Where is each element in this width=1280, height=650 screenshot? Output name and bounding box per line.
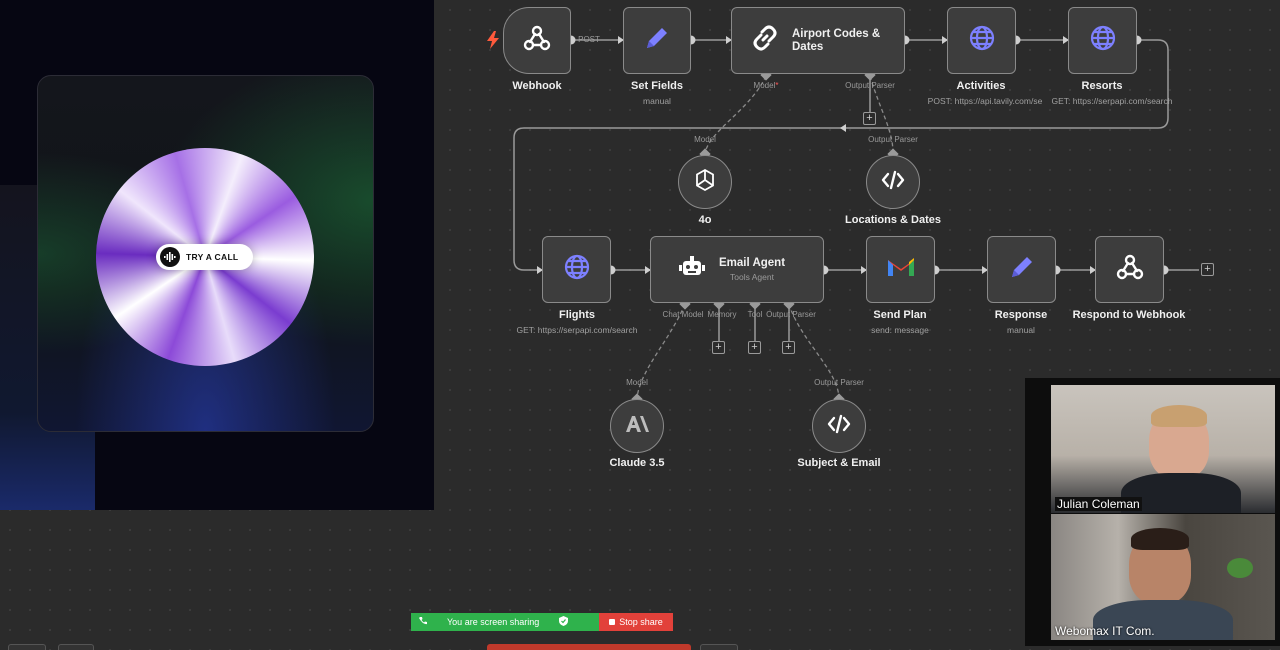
voice-wave-icon [160,247,180,267]
subject-email-title: Subject & Email [797,457,881,469]
send-plan-subtitle: send: message [871,325,929,335]
set-fields-title: Set Fields [631,80,683,92]
email-agent-chat-model-port-label: Chat Model [662,310,704,319]
airport-codes-title-line1: Airport Codes & [792,27,881,40]
taskbar-item[interactable] [487,644,691,650]
email-agent-add-memory-button[interactable]: + [712,341,725,354]
code-icon [827,414,851,439]
globe-icon [1089,24,1117,57]
plant-decoration [1227,558,1253,578]
claude-model-title: Claude 3.5 [609,457,665,469]
gmail-icon [886,256,916,283]
add-next-node-button[interactable]: + [1201,263,1214,276]
respond-to-webhook-node[interactable] [1095,236,1164,303]
webhook-icon [1115,252,1145,287]
activities-node[interactable] [947,7,1016,74]
resorts-title: Resorts [1081,80,1123,92]
stop-share-label: Stop share [619,617,663,627]
email-agent-output-parser-port-label: Output Parser [766,310,816,319]
send-plan-node[interactable] [866,236,935,303]
participant-tile-1[interactable]: Julian Coleman [1051,385,1275,513]
airport-codes-node[interactable]: Airport Codes & Dates [731,7,905,74]
email-agent-tool-port-label: Tool [747,310,763,319]
openai-icon [692,167,718,198]
email-agent-title: Email Agent [719,257,786,269]
resorts-node[interactable] [1068,7,1137,74]
flights-subtitle: GET: https://serpapi.com/search [516,325,638,335]
model-4o-port-label: Model [694,135,716,144]
screen-share-status: You are screen sharing [411,613,599,631]
response-title: Response [994,309,1048,321]
response-subtitle: manual [1007,325,1035,335]
call-widget-card: TRY A CALL [37,75,374,432]
pencil-icon [643,24,671,57]
screen-share-bar: You are screen sharing Stop share [411,613,673,631]
participant-1-hair [1151,405,1207,427]
resorts-subtitle: GET: https://serpapi.com/search [1051,96,1173,106]
stop-share-button[interactable]: Stop share [599,613,673,631]
locations-port-label: Output Parser [868,135,918,144]
participant-1-name: Julian Coleman [1055,497,1142,511]
email-agent-memory-port-label: Memory [707,310,737,319]
webhook-title: Webhook [512,80,562,92]
model-4o-node[interactable] [678,155,732,209]
email-agent-add-output-parser-button[interactable]: + [782,341,795,354]
set-fields-subtitle: manual [643,96,671,106]
participant-tile-2[interactable]: Webomax IT Com. [1051,514,1275,640]
call-widget-overlay: TRY A CALL [0,0,434,510]
flights-node[interactable] [542,236,611,303]
activities-title: Activities [956,80,1006,92]
webhook-icon [522,23,552,58]
set-fields-node[interactable] [623,7,691,74]
video-call-panel: Julian Coleman Webomax IT Com. [1025,378,1280,646]
airport-add-output-parser-button[interactable]: + [863,112,876,125]
respond-to-webhook-title: Respond to Webhook [1072,309,1186,321]
participant-2-shirt [1093,600,1233,640]
locations-dates-title: Locations & Dates [845,214,941,226]
send-plan-title: Send Plan [873,309,927,321]
subject-port-label: Output Parser [814,378,864,387]
participant-2-name: Webomax IT Com. [1055,624,1155,638]
airport-output-parser-port-label: Output Parser [845,81,895,90]
response-node[interactable] [987,236,1056,303]
anthropic-icon [625,415,649,438]
robot-icon [677,254,707,285]
airport-codes-title-line2: Dates [792,40,824,53]
trigger-lightning-icon [487,31,499,54]
flights-title: Flights [558,309,596,321]
try-a-call-button[interactable]: TRY A CALL [156,244,253,270]
email-agent-node[interactable]: Email Agent Tools Agent [650,236,824,303]
phone-icon [419,617,427,627]
airport-model-port-label: Model* [753,81,779,90]
shield-check-icon [559,616,569,628]
pencil-icon [1008,253,1036,286]
email-agent-subtitle: Tools Agent [730,272,774,282]
stop-icon [609,619,616,625]
try-a-call-label: TRY A CALL [186,252,239,262]
claude-port-label: Model [626,378,648,387]
webhook-node[interactable] [503,7,571,74]
model-4o-title: 4o [698,214,712,226]
screen-share-status-text: You are screen sharing [447,617,540,627]
email-agent-add-tool-button[interactable]: + [748,341,761,354]
locations-dates-node[interactable] [866,155,920,209]
code-icon [881,170,905,195]
globe-icon [968,24,996,57]
taskbar-item[interactable] [700,644,738,650]
participant-2-hair [1131,528,1189,550]
subject-email-node[interactable] [812,399,866,453]
claude-model-node[interactable] [610,399,664,453]
globe-icon [563,253,591,286]
activities-subtitle: POST: https://api.tavily.com/se [927,96,1043,106]
taskbar-item[interactable] [8,644,46,650]
taskbar-item[interactable] [58,644,94,650]
link-icon [750,23,780,58]
webhook-method-label: POST [578,35,600,44]
